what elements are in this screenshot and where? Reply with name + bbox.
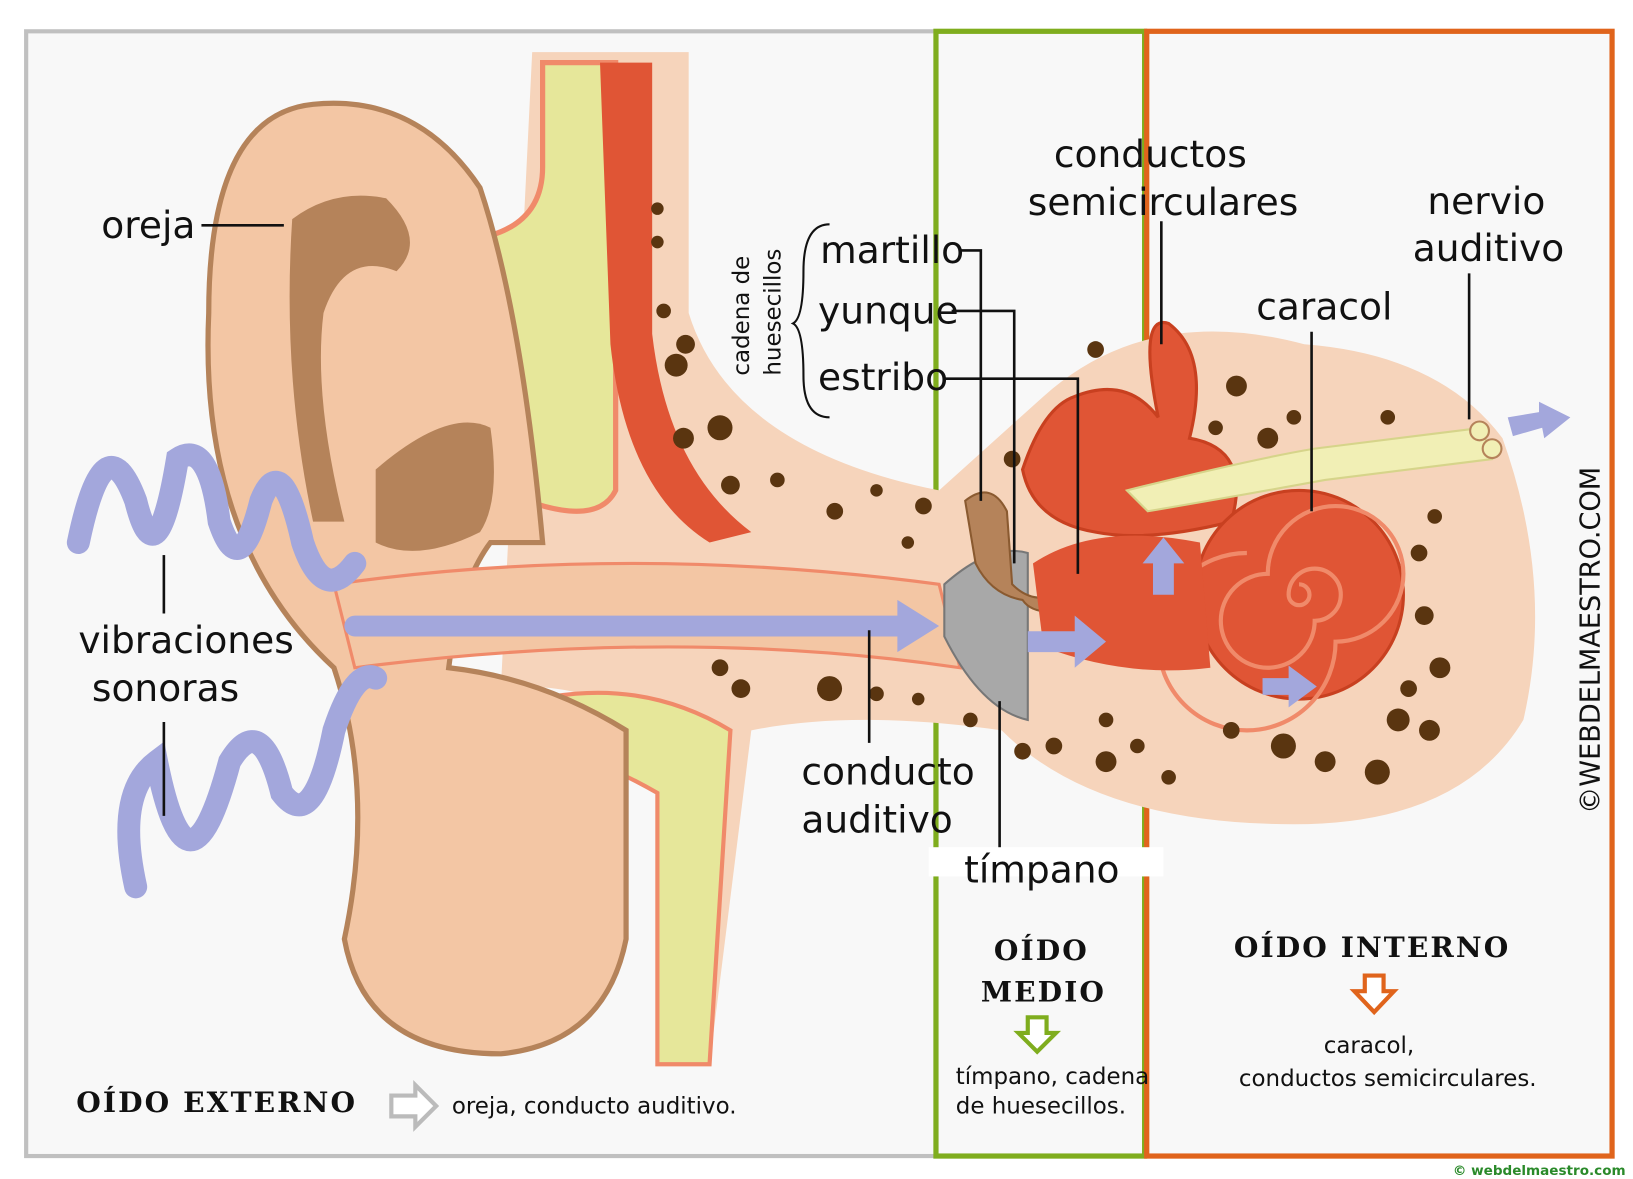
inner-ear-desc-1: caracol, bbox=[1324, 1033, 1414, 1059]
label-cadena: cadena de bbox=[729, 256, 755, 376]
label-semicirculares: semicirculares bbox=[1028, 180, 1299, 224]
copyright-link[interactable]: © webdelmaestro.com bbox=[1453, 1163, 1626, 1179]
middle-ear-desc-1: tímpano, cadena bbox=[956, 1064, 1149, 1090]
label-huesecillos: huesecillos bbox=[761, 249, 787, 376]
label-timpano: tímpano bbox=[964, 848, 1119, 892]
label-oreja: oreja bbox=[101, 203, 195, 247]
outer-ear-title: OÍDO EXTERNO bbox=[76, 1086, 357, 1119]
watermark: ©WEBDELMAESTRO.COM bbox=[1576, 467, 1607, 814]
middle-ear-arrow-icon bbox=[1013, 1015, 1061, 1055]
label-vibraciones: vibraciones bbox=[78, 618, 293, 662]
inner-ear-arrow-icon bbox=[1349, 973, 1399, 1016]
inner-ear-desc-2: conductos semicirculares. bbox=[1239, 1066, 1537, 1092]
nerve-end bbox=[1481, 438, 1503, 460]
middle-ear-title-2: MEDIO bbox=[981, 976, 1106, 1009]
arrow-icons bbox=[897, 401, 1571, 708]
sound-waves bbox=[66, 443, 908, 899]
leader-lines bbox=[162, 221, 1471, 854]
cochlea-spiral bbox=[1156, 503, 1406, 733]
label-estribo: estribo bbox=[818, 355, 948, 399]
label-conducto-auditivo: auditivo bbox=[801, 798, 952, 842]
outer-ear-arrow-icon bbox=[389, 1080, 440, 1132]
middle-ear-title-1: OÍDO bbox=[994, 934, 1089, 967]
label-auditivo: auditivo bbox=[1413, 226, 1564, 270]
label-martillo: martillo bbox=[820, 228, 964, 272]
muscle-layer bbox=[600, 62, 752, 543]
label-conducto: conducto bbox=[801, 750, 974, 794]
bone-spots bbox=[651, 202, 1451, 785]
label-caracol: caracol bbox=[1256, 284, 1392, 328]
nerve-end bbox=[1469, 420, 1490, 442]
helix-fold bbox=[289, 195, 410, 522]
label-conductos: conductos bbox=[1054, 132, 1247, 176]
inner-ear-title: OÍDO INTERNO bbox=[1234, 931, 1510, 964]
label-yunque: yunque bbox=[818, 288, 959, 332]
cochlea bbox=[1193, 488, 1405, 701]
label-nervio: nervio bbox=[1427, 179, 1545, 223]
outer-ear-desc: oreja, conducto auditivo. bbox=[452, 1093, 737, 1119]
label-sonoras: sonoras bbox=[92, 666, 239, 710]
concha bbox=[375, 422, 494, 551]
middle-ear-desc-2: de huesecillos. bbox=[956, 1093, 1126, 1119]
